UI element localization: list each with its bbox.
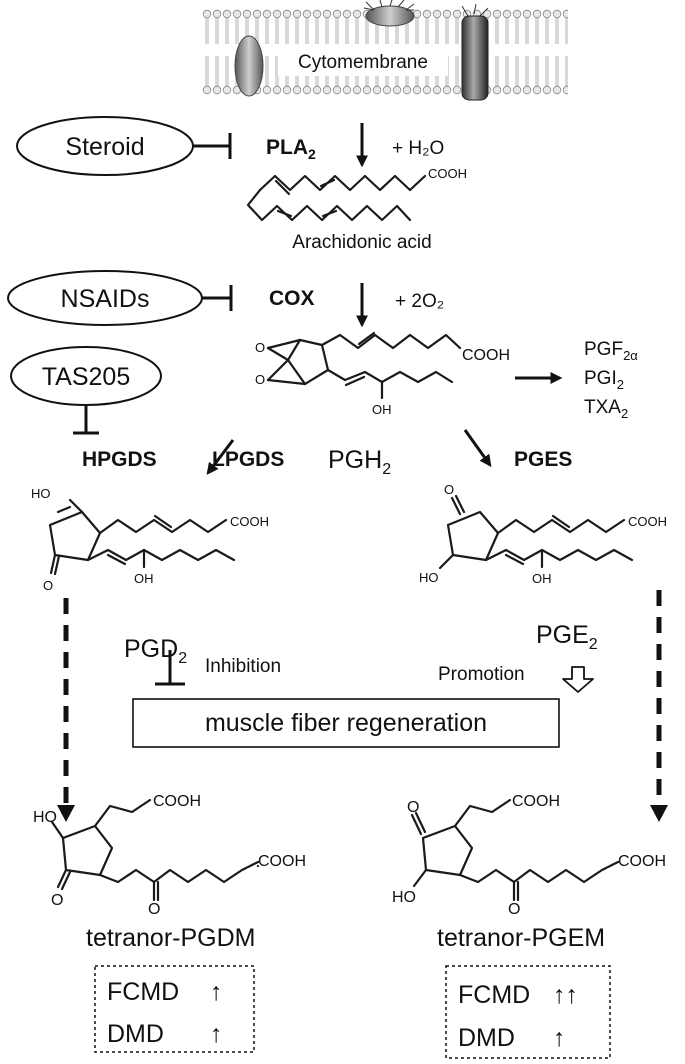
o2-label: + 2O₂ bbox=[395, 291, 444, 312]
nsaids-label: NSAIDs bbox=[61, 285, 150, 313]
steroid-label: Steroid bbox=[65, 133, 144, 161]
tas205-label: TAS205 bbox=[42, 363, 130, 391]
regeneration-box bbox=[132, 698, 560, 748]
svg-text:O: O bbox=[444, 482, 454, 497]
svg-text:COOH: COOH bbox=[618, 853, 666, 870]
pgdm-dmd-label: DMD bbox=[107, 1020, 164, 1048]
pgem-marker-box: FCMD ↑↑ DMD ↑ bbox=[445, 965, 611, 1059]
promotion-arrow-icon bbox=[562, 666, 594, 693]
pgd2-label: PGD2 bbox=[124, 635, 187, 667]
pgdm-marker-box: FCMD ↑ DMD ↑ bbox=[94, 965, 255, 1053]
svg-text:COOH: COOH bbox=[628, 514, 667, 529]
pgem-dmd-arrows: ↑ bbox=[553, 1024, 566, 1052]
regeneration-effects: PGD2 Inhibition PGE2 Promotion muscle fi… bbox=[57, 590, 668, 822]
pgds-arrow bbox=[206, 439, 235, 475]
svg-text:OH: OH bbox=[134, 571, 154, 586]
svg-text:HO: HO bbox=[392, 889, 416, 906]
pge2-structure: O HO COOH OH bbox=[419, 482, 667, 586]
svg-text:O: O bbox=[43, 578, 53, 593]
svg-text:OH: OH bbox=[532, 571, 552, 586]
tetranor-pgdm-structure: HO O COOH O COOH bbox=[33, 793, 306, 918]
svg-text:O: O bbox=[255, 372, 265, 387]
pgf2a-label: PGF2α bbox=[584, 339, 638, 363]
svg-text:O: O bbox=[508, 901, 520, 918]
h2o-label: + H₂O bbox=[392, 138, 444, 159]
svg-text:COOH: COOH bbox=[230, 514, 269, 529]
svg-text:O: O bbox=[255, 340, 265, 355]
hpgds-label: HPGDS bbox=[82, 448, 157, 471]
glycan-antennae bbox=[363, 0, 489, 17]
pges-arrow bbox=[463, 429, 492, 467]
txa2-label: TXA2 bbox=[584, 397, 628, 421]
step-synthases: TAS205 HPGDS LPGDS PGH2 PGES bbox=[10, 346, 572, 478]
svg-text:HO: HO bbox=[33, 809, 57, 826]
pgd2-structure: HO O COOH OH bbox=[31, 486, 269, 593]
pla2-label: PLA2 bbox=[266, 136, 316, 162]
pgh2-oh: OH bbox=[372, 402, 392, 417]
arachidonic-acid-label: Arachidonic acid bbox=[292, 232, 431, 253]
tetranor-pgem-label: tetranor-PGEM bbox=[437, 924, 605, 952]
pges-label: PGES bbox=[514, 448, 572, 471]
pgh2-label: PGH2 bbox=[328, 446, 391, 478]
inhibition-label: Inhibition bbox=[205, 656, 281, 677]
regeneration-label: muscle fiber regeneration bbox=[205, 709, 487, 737]
lpgds-label: LPGDS bbox=[212, 448, 284, 471]
arachidonic-cooh: COOH bbox=[428, 166, 467, 181]
pgdm-dmd-arrows: ↑ bbox=[210, 1020, 223, 1048]
promotion-label: Promotion bbox=[438, 664, 525, 685]
tetranor-pgdm-label: tetranor-PGDM bbox=[86, 924, 255, 952]
svg-text:O: O bbox=[51, 892, 63, 909]
step-cox: NSAIDs COX + 2O₂ O O COOH OH PGF2α PGI2 … bbox=[7, 270, 638, 421]
svg-text:COOH: COOH bbox=[512, 793, 560, 810]
svg-text:COOH: COOH bbox=[258, 853, 306, 870]
cytomembrane-label: Cytomembrane bbox=[298, 52, 428, 73]
membrane-protein-right bbox=[461, 15, 489, 101]
membrane-protein-left bbox=[234, 35, 264, 97]
svg-text:O: O bbox=[407, 799, 419, 816]
pgdm-fcmd-label: FCMD bbox=[107, 978, 179, 1006]
pgem-fcmd-label: FCMD bbox=[458, 981, 530, 1009]
pgh2-cooh: COOH bbox=[462, 347, 510, 364]
cytomembrane: Cytomembrane bbox=[202, 0, 568, 101]
svg-text:HO: HO bbox=[419, 570, 439, 585]
tetranor-pgem-structure: O HO COOH O COOH bbox=[392, 793, 666, 918]
svg-text:O: O bbox=[148, 901, 160, 918]
pgdm-fcmd-arrows: ↑ bbox=[210, 978, 223, 1006]
pgh2-structure: O O COOH OH bbox=[255, 331, 510, 417]
svg-text:COOH: COOH bbox=[153, 793, 201, 810]
svg-text:HO: HO bbox=[31, 486, 51, 501]
arachidonic-acid-structure: COOH bbox=[246, 166, 467, 222]
cox-label: COX bbox=[269, 287, 315, 310]
step-pla2: Steroid PLA2 + H₂O COOH Arachidonic acid bbox=[16, 116, 467, 253]
pgi2-label: PGI2 bbox=[584, 368, 624, 392]
pgem-fcmd-arrows: ↑↑ bbox=[553, 981, 578, 1009]
pge2-label: PGE2 bbox=[536, 621, 598, 653]
pgem-dmd-label: DMD bbox=[458, 1024, 515, 1052]
